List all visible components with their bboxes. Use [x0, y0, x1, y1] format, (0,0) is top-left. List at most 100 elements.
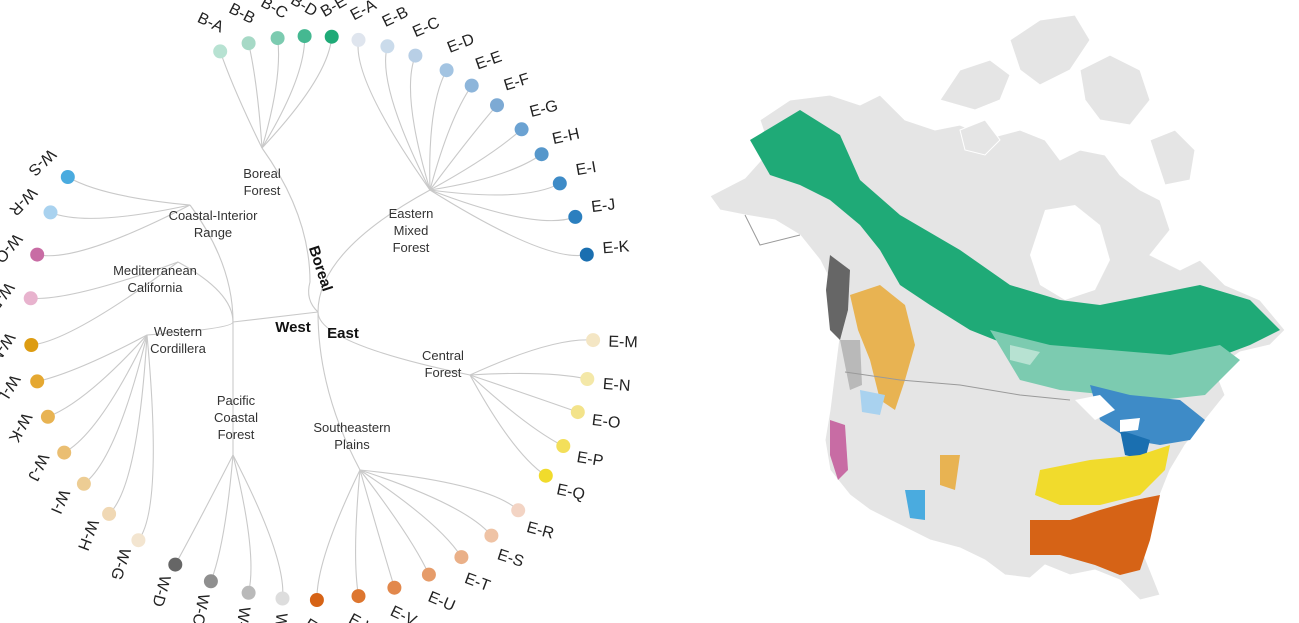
leaf-branch [316, 469, 361, 600]
leaf-branch [174, 454, 234, 565]
leaf-label-e-p: E-P [575, 449, 604, 470]
region-b-e [750, 110, 1280, 375]
leaf-label-e-h: E-H [551, 126, 582, 149]
cluster-label-line: Mediterranean [113, 263, 197, 278]
leaf-dot-w-d [168, 557, 183, 572]
leaf-dot-b-e [324, 29, 339, 44]
leaf-branch [37, 334, 148, 382]
cluster-label-line: Coastal-Interior [169, 208, 259, 223]
leaf-branch [469, 374, 564, 447]
leaf-label-w-a: W-A [269, 612, 289, 623]
leaf-dot-e-d [439, 63, 454, 78]
leaf-label-w-b: W-B [231, 605, 253, 623]
leaf-branch [50, 204, 191, 219]
region-w-q [830, 420, 848, 480]
leaf-dot-w-g [131, 533, 146, 548]
leaf-dot-e-m [586, 333, 601, 348]
leaf-branch [67, 176, 191, 206]
cluster-branch-coastal [189, 204, 234, 323]
cluster-label-line: Pacific [217, 393, 256, 408]
region-e-i [1090, 385, 1205, 445]
leaf-branch [31, 261, 179, 346]
leaf-dot-w-i [76, 476, 91, 491]
leaf-branch [137, 334, 154, 541]
leaf-dot-w-r [43, 205, 58, 220]
region-e-q [1035, 445, 1170, 505]
leaf-branch [359, 469, 519, 511]
leaf-dot-e-s [484, 528, 499, 543]
region-b-c [990, 330, 1240, 400]
leaf-label-e-r: E-R [525, 519, 556, 543]
leaf-dot-b-d [297, 29, 312, 44]
leaf-dot-e-c [408, 48, 423, 63]
leaf-dot-e-x [309, 593, 324, 607]
cluster-label-line: Range [194, 225, 232, 240]
root-branch [232, 311, 319, 323]
leaf-dot-w-k [40, 409, 55, 424]
leaf-branch [63, 334, 148, 454]
leaf-dot-e-g [514, 122, 529, 137]
leaf-branch [469, 372, 588, 380]
leaf-dot-w-a [275, 591, 290, 606]
leaf-branch [47, 334, 148, 418]
cluster-branch-central [317, 311, 471, 376]
dendrogram-branches [30, 36, 594, 600]
leaf-branch [429, 153, 542, 191]
leaf-branch [219, 51, 263, 149]
leaf-branch [429, 128, 522, 191]
leaf-dot-e-q [538, 468, 553, 483]
region-b-a [1010, 345, 1040, 365]
leaf-branch [261, 38, 280, 149]
water-great-lakes [1075, 395, 1140, 432]
root-label-west: West [275, 319, 311, 336]
region-w-d [826, 255, 850, 340]
leaf-label-e-j: E-J [590, 196, 616, 216]
leaf-label-e-m: E-M [608, 334, 638, 352]
cluster-label-line: Mixed [394, 223, 429, 238]
leaf-label-e-i: E-I [575, 159, 598, 179]
leaf-dot-e-j [568, 209, 583, 224]
leaf-label-e-n: E-N [602, 376, 631, 395]
leaf-label-e-k: E-K [602, 238, 630, 257]
leaf-branch [409, 55, 431, 191]
leaf-label-e-o: E-O [591, 412, 621, 432]
cluster-label-line: Forest [218, 427, 255, 442]
leaf-branch [429, 104, 498, 191]
region-e-x [1030, 495, 1160, 575]
leaf-branch [385, 46, 431, 191]
leaf-dot-w-m [24, 338, 39, 352]
cluster-label-line: Forest [425, 365, 462, 380]
leaf-branch [232, 454, 284, 599]
cluster-branch-medcal [177, 261, 234, 323]
leaf-dot-e-k [579, 247, 594, 262]
forest-type-regions [750, 110, 1280, 575]
cluster-branch-eastmix [317, 189, 431, 313]
leaf-dot-w-s [60, 170, 75, 184]
cluster-branch-boreal [261, 147, 311, 283]
leaf-branch [359, 469, 492, 536]
leaf-label-e-g: E-G [528, 97, 560, 121]
leaf-dot-e-p [556, 439, 571, 453]
leaf-branch [83, 334, 148, 485]
leaf-dot-e-h [534, 147, 549, 162]
leaf-branch [359, 469, 462, 558]
leaf-dot-e-o [570, 405, 585, 420]
leaf-label-e-q: E-Q [555, 481, 586, 504]
leaf-branch [429, 182, 561, 196]
leaf-dot-e-w [351, 589, 366, 604]
leaf-dot-e-v [387, 580, 402, 595]
leaf-dot-w-h [102, 506, 117, 521]
leaf-branch [359, 469, 395, 588]
water-hudson-bay [1030, 205, 1110, 300]
leaf-branch [359, 469, 430, 575]
leaf-branch [210, 454, 234, 582]
cluster-label-line: Forest [393, 240, 430, 255]
region-w-r [860, 390, 885, 415]
leaf-label-e-f: E-F [502, 71, 532, 95]
leaf-branch [355, 469, 361, 597]
